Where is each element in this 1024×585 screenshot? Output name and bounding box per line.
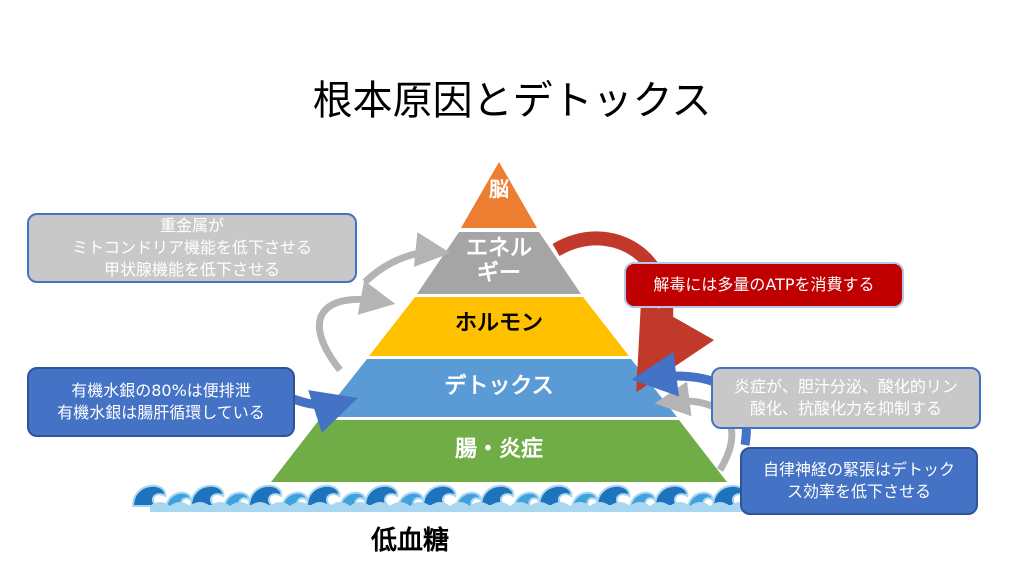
- callout-line: 酸化、抗酸化力を抑制する: [749, 399, 942, 418]
- wave-crest: [595, 484, 631, 507]
- wave-crest: [305, 484, 341, 507]
- layer-label-line: 腸・炎症: [454, 437, 543, 462]
- pyramid-layer-brain: [461, 162, 537, 228]
- layer-label-line: 脳: [489, 177, 509, 201]
- page-title: 根本原因とデトックス: [312, 78, 712, 124]
- wave-foam: [150, 502, 770, 512]
- pyramid-layer-energy: [417, 232, 581, 294]
- pyramid-layer-hormone: [369, 297, 629, 356]
- wave-crest: [363, 484, 399, 507]
- arrow-to-energy-lower: [316, 280, 396, 373]
- callout-line: ミトコンドリア機能を低下させる: [71, 238, 312, 257]
- layer-label-detox: デトックス: [419, 374, 579, 399]
- callout-atp: 解毒には多量のATPを消費する: [624, 262, 904, 308]
- callout-line: 炎症が、胆汁分泌、酸化的リン: [734, 377, 958, 396]
- callout-line: 解毒には多量のATPを消費する: [653, 275, 875, 294]
- layer-label-line: ホルモン: [454, 311, 543, 336]
- layer-label-gut: 腸・炎症: [419, 437, 579, 462]
- callout-line: 重金属が: [159, 216, 224, 235]
- wave-crest: [421, 484, 457, 507]
- layer-label-line: エネル: [465, 236, 532, 261]
- callout-line: 自律神経の緊張はデトック: [762, 460, 955, 479]
- layer-label-hormone: ホルモン: [419, 311, 579, 336]
- waves-decoration: [131, 484, 772, 512]
- pyramid-layer-detox: [321, 359, 677, 417]
- wave-crest: [189, 484, 225, 507]
- layer-label-line: ギー: [476, 261, 521, 287]
- arrow-to-energy-upper: [362, 232, 451, 285]
- callout-inflammation: 炎症が、胆汁分泌、酸化的リン 酸化、抗酸化力を抑制する: [711, 367, 981, 429]
- callout-heavy-metal: 重金属が ミトコンドリア機能を低下させる 甲状腺機能を低下させる: [27, 213, 357, 283]
- layer-label-energy: エネル ギー: [429, 236, 569, 287]
- wave-crest: [653, 484, 689, 507]
- layer-label-brain: 脳: [459, 178, 539, 201]
- wave-crest: [537, 484, 573, 507]
- arrow-energy-to-detox: [552, 231, 715, 393]
- callout-line: 有機水銀は腸肝循環している: [57, 403, 265, 422]
- layer-label-line: デトックス: [444, 374, 554, 399]
- base-label: 低血糖: [370, 526, 449, 556]
- callout-line: ス効率を低下させる: [786, 482, 931, 501]
- wave-crest: [247, 484, 283, 507]
- callout-line: 有機水銀の80%は便排泄: [71, 381, 251, 400]
- callout-mercury: 有機水銀の80%は便排泄 有機水銀は腸肝循環している: [27, 367, 295, 437]
- pyramid-layer-gut: [271, 420, 727, 482]
- callout-line: 甲状腺機能を低下させる: [103, 260, 280, 279]
- wave-crest: [479, 484, 515, 507]
- callout-nervous: 自律神経の緊張はデトック ス効率を低下させる: [740, 447, 978, 515]
- wave-crest: [131, 484, 167, 507]
